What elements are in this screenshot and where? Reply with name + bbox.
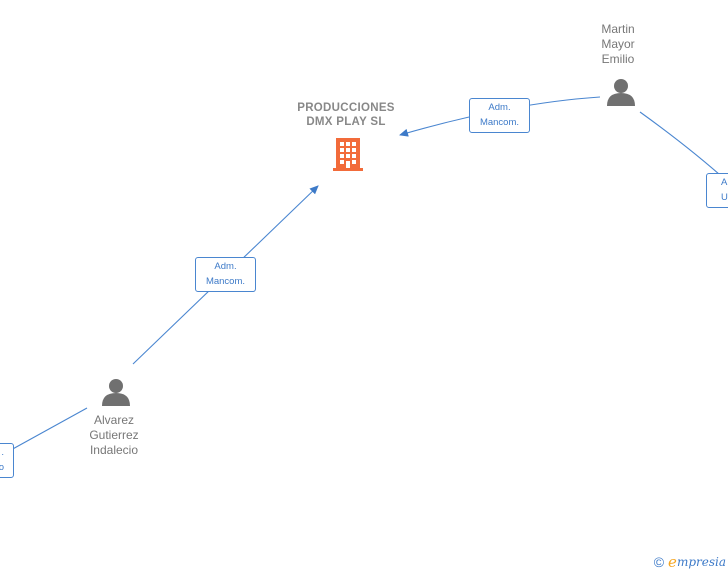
person-name-martin[interactable]: Martin Mayor Emilio <box>601 22 635 66</box>
copyright-symbol: © <box>653 554 665 570</box>
edge-label-alvarez-offscreen[interactable]: . o <box>0 443 14 478</box>
edge-label-alvarez-company[interactable]: Adm. Mancom. <box>195 257 256 292</box>
person-name-alvarez[interactable]: Alvarez Gutierrez Indalecio <box>89 413 139 457</box>
building-icon[interactable] <box>331 136 365 172</box>
edge-martin-offscreen <box>639 111 728 183</box>
edge-label-martin-company[interactable]: Adm. Mancom. <box>469 98 530 133</box>
empresia-watermark: © e mpresia <box>654 553 726 571</box>
person-icon[interactable] <box>101 378 131 406</box>
edge-alvarez-offscreen <box>0 407 88 457</box>
brand-name: mpresia <box>676 555 726 569</box>
company-name[interactable]: PRODUCCIONES DMX PLAY SL <box>297 102 395 128</box>
person-icon[interactable] <box>606 78 636 106</box>
brand-initial: e <box>668 553 677 571</box>
edge-label-martin-offscreen[interactable]: A Un <box>706 173 728 208</box>
